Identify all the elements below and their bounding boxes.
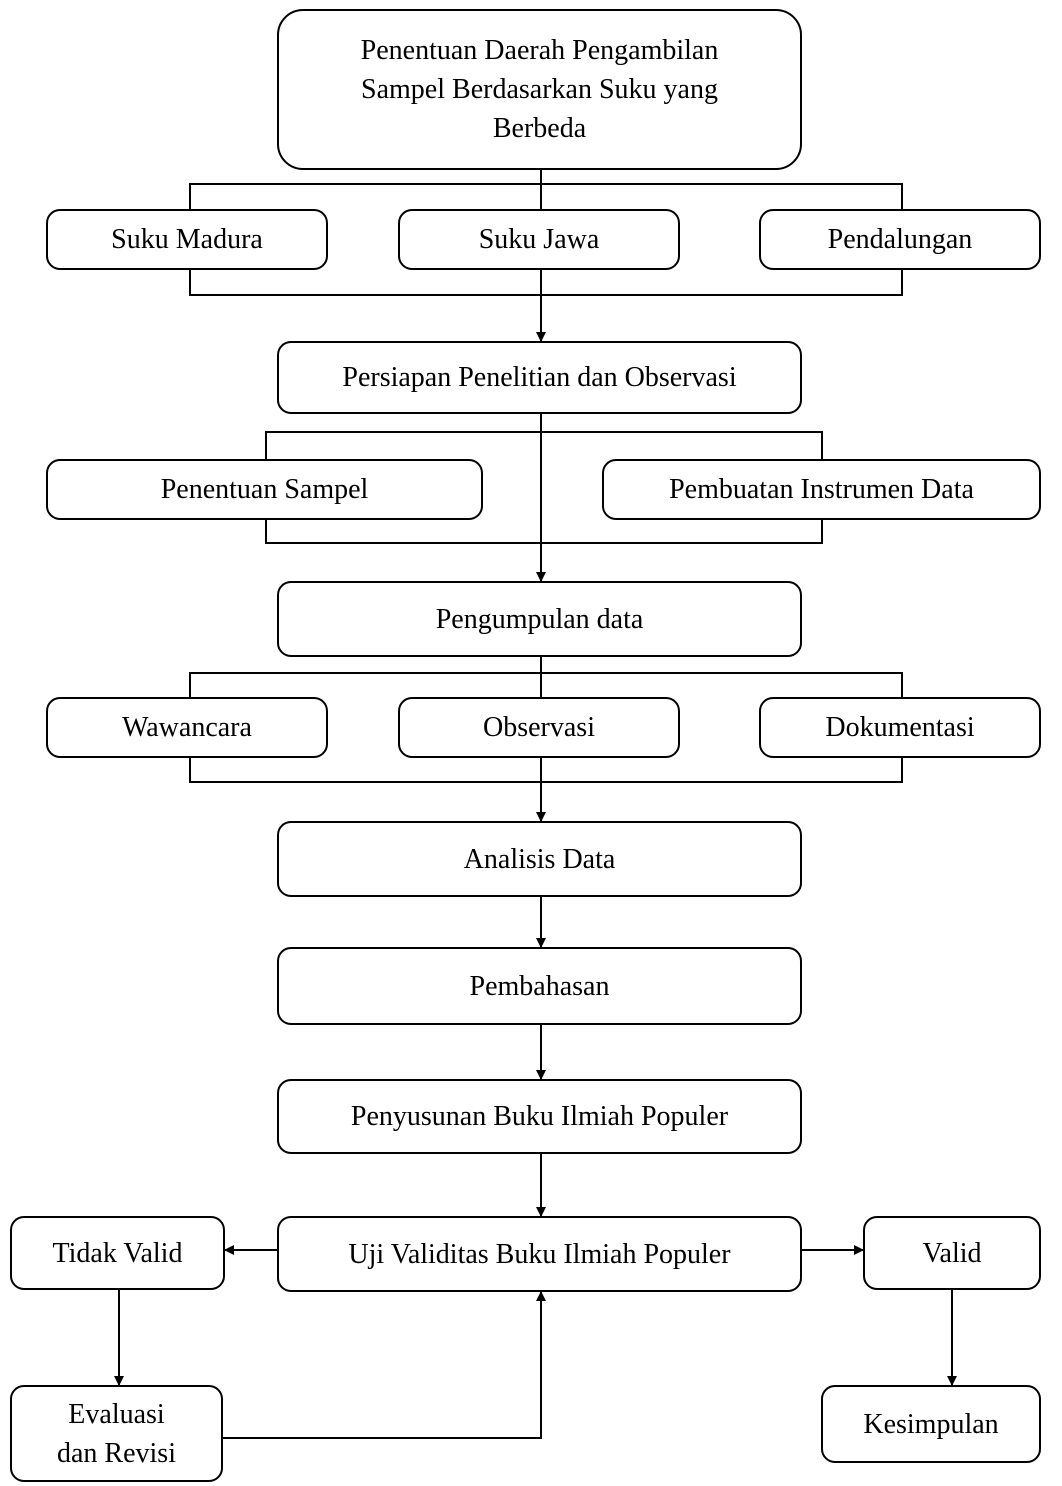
node-penentuan-daerah-line2: Sampel Berdasarkan Suku yang	[361, 74, 718, 105]
node-kesimpulan-label: Kesimpulan	[863, 1408, 999, 1440]
bracket-group2-bottom	[265, 520, 823, 544]
node-valid: Valid	[863, 1216, 1041, 1290]
node-pembahasan: Pembahasan	[277, 947, 802, 1025]
node-observasi-label: Observasi	[483, 712, 595, 743]
node-suku-madura-label: Suku Madura	[111, 224, 263, 255]
node-suku-jawa-label: Suku Jawa	[478, 224, 600, 255]
node-evaluasi-line1: Evaluasi	[68, 1398, 165, 1430]
node-dokumentasi-label: Dokumentasi	[825, 712, 975, 743]
bracket-group1-top	[189, 183, 903, 209]
node-persiapan-label: Persiapan Penelitian dan Observasi	[342, 362, 737, 393]
feedback-evaluasi-to-uji	[223, 1291, 546, 1439]
node-pembuatan-instrumen-label: Pembuatan Instrumen Data	[669, 474, 974, 505]
bracket-group3-bottom	[189, 758, 903, 783]
node-tidak-valid-label: Tidak Valid	[52, 1237, 183, 1269]
node-evaluasi-revisi: Evaluasi dan Revisi	[10, 1385, 223, 1482]
node-pembuatan-instrumen: Pembuatan Instrumen Data	[602, 459, 1041, 520]
node-suku-madura: Suku Madura	[46, 209, 328, 270]
node-uji-validitas-label: Uji Validitas Buku Ilmiah Populer	[348, 1238, 731, 1270]
node-wawancara-label: Wawancara	[122, 712, 252, 743]
node-penentuan-daerah-line1: Penentuan Daerah Pengambilan	[360, 35, 719, 66]
node-pengumpulan-data-label: Pengumpulan data	[435, 603, 644, 635]
node-penentuan-sampel-label: Penentuan Sampel	[160, 474, 369, 505]
node-penyusunan-buku-label: Penyusunan Buku Ilmiah Populer	[350, 1101, 729, 1132]
bracket-group3-top	[189, 672, 903, 697]
node-persiapan: Persiapan Penelitian dan Observasi	[277, 341, 802, 414]
node-analisis-data-label: Analisis Data	[463, 843, 616, 875]
node-penentuan-sampel: Penentuan Sampel	[46, 459, 483, 520]
node-valid-label: Valid	[922, 1237, 982, 1269]
node-penentuan-daerah-line3: Berbeda	[492, 113, 587, 144]
node-penentuan-daerah: Penentuan Daerah Pengambilan Sampel Berd…	[277, 9, 802, 170]
node-pembahasan-label: Pembahasan	[469, 970, 610, 1002]
node-suku-jawa: Suku Jawa	[398, 209, 680, 270]
node-uji-validitas: Uji Validitas Buku Ilmiah Populer	[277, 1216, 802, 1292]
node-wawancara: Wawancara	[46, 697, 328, 758]
node-penyusunan-buku: Penyusunan Buku Ilmiah Populer	[277, 1079, 802, 1154]
bracket-group2-top	[265, 431, 823, 459]
bracket-group1-bottom	[189, 270, 903, 296]
node-pengumpulan-data: Pengumpulan data	[277, 581, 802, 657]
node-pendalungan-label: Pendalungan	[827, 224, 973, 255]
node-dokumentasi: Dokumentasi	[759, 697, 1041, 758]
node-pendalungan: Pendalungan	[759, 209, 1041, 270]
node-tidak-valid: Tidak Valid	[10, 1216, 225, 1290]
node-evaluasi-line2: dan Revisi	[57, 1437, 176, 1469]
node-observasi: Observasi	[398, 697, 680, 758]
node-kesimpulan: Kesimpulan	[821, 1385, 1041, 1463]
node-analisis-data: Analisis Data	[277, 821, 802, 897]
